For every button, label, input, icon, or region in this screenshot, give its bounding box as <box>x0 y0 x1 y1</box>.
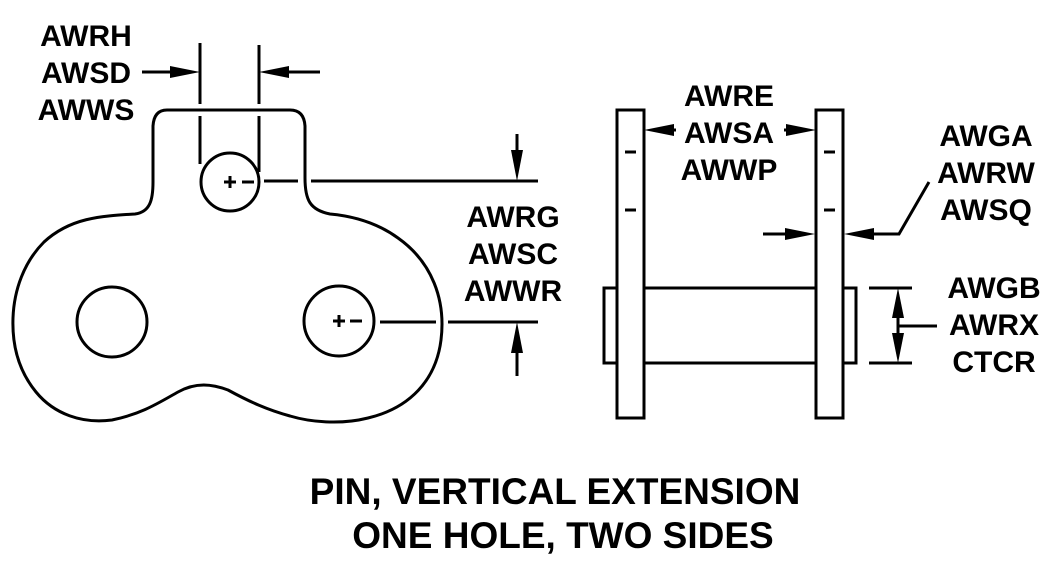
arrow-left-icon <box>259 66 289 78</box>
label-awsq: AWSQ <box>940 194 1032 227</box>
title-line-2: ONE HOLE, TWO SIDES <box>352 515 773 556</box>
arrow-down-icon <box>892 333 904 363</box>
left-pin-hole <box>75 285 149 359</box>
arrow-right-icon <box>785 228 815 240</box>
title-line-1: PIN, VERTICAL EXTENSION <box>310 471 801 512</box>
front-view: AWRH AWSD AWWS AWRG AWSC AWWR <box>11 20 563 424</box>
label-awrx: AWRX <box>949 309 1039 342</box>
label-awrg: AWRG <box>466 201 559 234</box>
label-ctcr: CTCR <box>952 346 1036 379</box>
label-awga: AWGA <box>939 120 1032 153</box>
figure-title: PIN, VERTICAL EXTENSION ONE HOLE, TWO SI… <box>310 471 801 556</box>
label-awws: AWWS <box>38 94 135 127</box>
right-side-plate <box>814 108 845 420</box>
label-awsa: AWSA <box>684 117 774 150</box>
pin <box>602 286 858 365</box>
label-awsd: AWSD <box>41 57 131 90</box>
arrow-down-icon <box>511 150 523 181</box>
label-awrw: AWRW <box>937 157 1035 190</box>
label-awrh: AWRH <box>40 20 132 53</box>
label-awwr: AWWR <box>464 275 563 308</box>
extension-hole <box>199 151 261 213</box>
arrow-up-icon <box>892 288 904 318</box>
arrow-left-icon <box>644 124 674 136</box>
left-side-plate <box>615 108 646 420</box>
arrow-right-icon <box>170 66 200 78</box>
arrow-right-icon <box>786 124 816 136</box>
label-awre: AWRE <box>684 80 774 113</box>
arrow-left-icon <box>844 228 874 240</box>
side-view: AWRE AWSA AWWP AWGA AWRW AWSQ AWGB AWRX … <box>602 80 1041 420</box>
label-awsc: AWSC <box>468 238 558 271</box>
arrow-up-icon <box>511 322 523 353</box>
link-plate-outline <box>11 108 444 424</box>
leader-line <box>864 181 931 236</box>
label-awgb: AWGB <box>947 272 1040 305</box>
right-pin-hole <box>302 284 376 358</box>
label-awwp: AWWP <box>681 154 778 187</box>
